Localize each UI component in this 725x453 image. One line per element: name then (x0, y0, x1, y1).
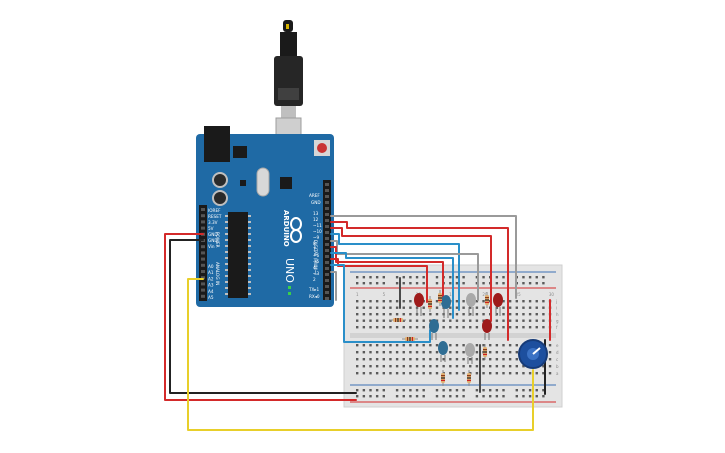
breadboard-row-letter: c (556, 357, 558, 362)
arduino-infinity-logo (290, 217, 302, 243)
power-pin-label: GND (208, 232, 218, 237)
led-blue-3 (438, 341, 448, 362)
analog-header-label: ANALOG IN (215, 262, 220, 285)
resistor[interactable] (483, 344, 487, 360)
analog-pin-label: A5 (208, 295, 214, 300)
usb-cable[interactable] (274, 20, 303, 155)
breadboard-col-number: 5 (383, 292, 386, 297)
wire-gray-pin3 (330, 271, 337, 301)
brand-label: ARDUINO (282, 210, 290, 247)
dc-power-jack (204, 126, 230, 162)
digital-pin-label: 8 (313, 241, 316, 246)
breadboard-row-letter: j (555, 299, 557, 304)
potentiometer[interactable] (518, 339, 548, 369)
breadboard-col-number: 25 (516, 292, 522, 297)
led-gray-2 (465, 343, 475, 364)
digital-pin-label: ~3 (313, 271, 320, 276)
breadboard-row-letter: d (556, 350, 559, 355)
resistor[interactable] (485, 292, 489, 308)
microcontroller-chip (228, 212, 248, 298)
analog-pin-label: A0 (208, 264, 214, 269)
leds[interactable] (414, 293, 503, 364)
digital-pin-label: 7 (313, 247, 316, 252)
wire-blue-pin4 (330, 264, 431, 343)
power-pin-label: IOREF (208, 208, 221, 213)
wire-blue-pin6 (330, 252, 454, 319)
digital-pin-label: ~5 (313, 259, 320, 264)
resistor[interactable] (467, 370, 471, 386)
breadboard-col-number: 20 (482, 292, 488, 297)
digital-pin-label: ~9 (313, 235, 320, 240)
power-pin-label: RESET (208, 214, 222, 219)
breadboard-col-number: 30 (549, 292, 555, 297)
breadboard-row-letter: g (556, 319, 559, 324)
led-red-2 (493, 293, 503, 316)
wire-gray-pin12 (330, 215, 517, 299)
power-pin-label: Vin (208, 244, 215, 249)
breadboard-col-number: 15 (449, 292, 455, 297)
power-pin-label: GND (208, 238, 218, 243)
tx-label: TX▸1 (308, 287, 320, 292)
breadboard-row-letter: b (556, 364, 559, 369)
breadboard-row-letter: a (556, 371, 559, 376)
gnd-top-label: GND (311, 200, 321, 205)
power-header-label: POWER (215, 232, 220, 248)
reset-button[interactable] (314, 140, 330, 156)
digital-pin-label: 12 (313, 217, 319, 222)
power-pin-label: 3.3V (208, 220, 218, 225)
resistor[interactable] (428, 296, 432, 312)
breadboard-row-letter: i (556, 306, 557, 311)
digital-pin-label: 2 (313, 277, 316, 282)
breadboard-col-number: 1 (356, 292, 359, 297)
aref-label: AREF (309, 193, 320, 198)
digital-pin-label: ~10 (313, 229, 322, 234)
wire-yellow-a1 (187, 278, 534, 431)
led-blue-1 (441, 295, 451, 318)
resistor[interactable] (438, 290, 442, 306)
digital-header-label: DIGITAL (PWM~) (313, 240, 318, 275)
model-label: UNO (283, 258, 296, 283)
resistor[interactable] (390, 318, 406, 322)
led-red-3 (482, 319, 492, 340)
digital-pin-label: 13 (313, 211, 319, 216)
analog-pin-label: A1 (208, 270, 214, 275)
digital-pin-label: ~6 (313, 253, 320, 258)
led-gray-1 (466, 293, 476, 316)
resistor[interactable] (402, 337, 418, 341)
wire-red-pin10 (330, 227, 492, 322)
wire-black-gnd (169, 239, 357, 394)
wire-blue-pin9 (330, 233, 460, 311)
digital-pin-label: 4 (313, 265, 316, 270)
breadboard-row-letter: f (556, 325, 558, 330)
wire-red-pin7 (330, 246, 444, 301)
led-blue-2 (429, 319, 439, 340)
led-red-1 (414, 293, 424, 316)
wires[interactable] (164, 215, 551, 431)
arduino-uno-board[interactable]: ARDUINO UNO DIGITAL (PWM~) POWER ANALOG … (196, 126, 334, 307)
digital-pin-label: ~11 (313, 223, 322, 228)
analog-pin-label: A2 (208, 276, 214, 281)
breadboard-row-letter: h (556, 312, 559, 317)
resistors[interactable] (390, 290, 489, 386)
resistor[interactable] (441, 370, 445, 386)
analog-pin-label: A3 (208, 283, 214, 288)
wire-red-pin11 (330, 221, 509, 341)
breadboard-row-letter: e (556, 343, 559, 348)
power-pin-label: 5V (208, 226, 214, 231)
analog-pin-label: A4 (208, 289, 214, 294)
wire-red-5v (164, 233, 357, 401)
rx-label: RX◂0 (309, 294, 320, 299)
